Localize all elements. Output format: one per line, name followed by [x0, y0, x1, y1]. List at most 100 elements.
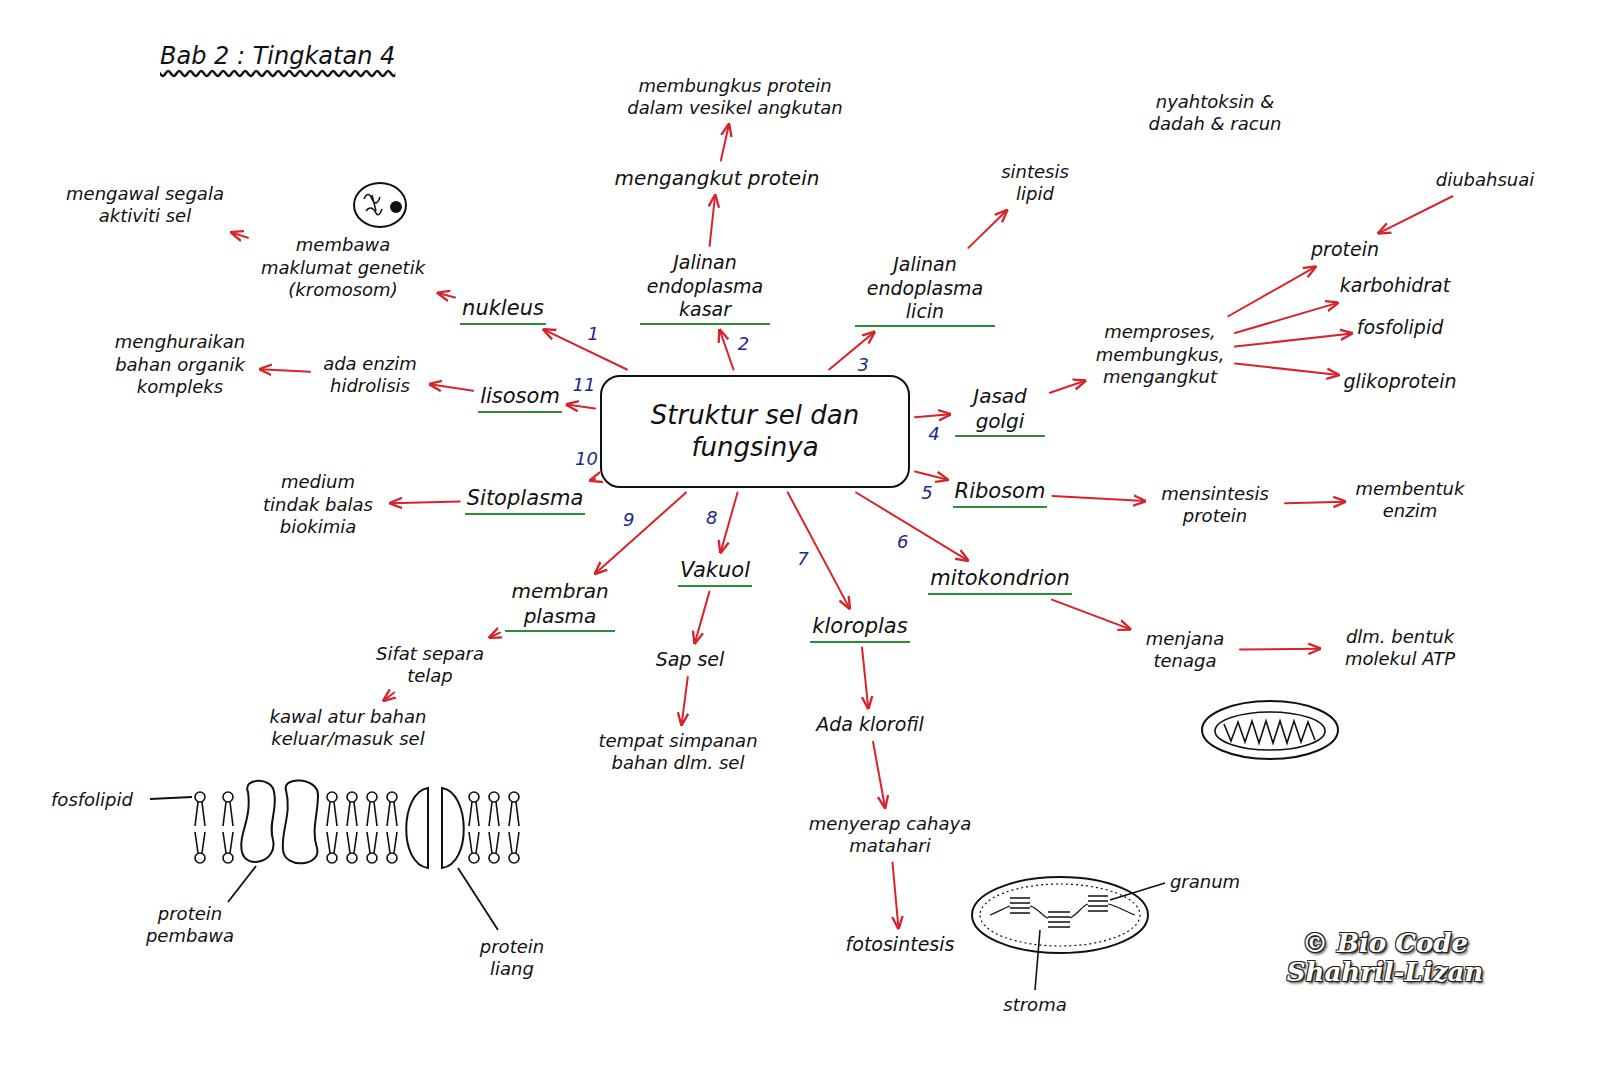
organelle-name: lisosom — [478, 383, 562, 412]
branch-number: 3 — [855, 355, 870, 375]
function-text: fotosintesis — [846, 933, 955, 957]
branch-arrow — [260, 369, 310, 372]
function-node: membentuk enzim — [1350, 478, 1470, 523]
carrier-protein — [241, 781, 275, 862]
function-text: Ada klorofil — [816, 713, 924, 737]
leader-line — [458, 868, 498, 930]
organelle-name: Sitoplasma — [465, 485, 586, 514]
branch-number: 6 — [895, 532, 910, 552]
leader-line — [150, 797, 192, 799]
part-label: protein pembawa — [140, 903, 240, 948]
nucleolus-dot — [391, 202, 401, 212]
branch-arrow — [968, 211, 1006, 248]
function-node: karbohidrat — [1340, 274, 1450, 298]
organelle-node: Ribosom — [953, 478, 1048, 507]
function-node: mengangkut protein — [615, 166, 820, 191]
branch-arrow — [710, 196, 715, 246]
function-text: menjana tenaga — [1135, 628, 1235, 673]
function-node: ada enzim hidrolisis — [315, 353, 425, 398]
function-text: glikoprotein — [1343, 370, 1456, 394]
function-text: mengangkut protein — [615, 166, 820, 191]
part-label: granum — [1170, 871, 1240, 894]
part-label: fosfolipid — [51, 789, 133, 812]
organelle-name: Jasad golgi — [955, 384, 1045, 437]
branch-arrow — [721, 493, 738, 553]
organelle-name: membran plasma — [505, 579, 615, 632]
branch-arrow — [1235, 303, 1338, 333]
branch-arrow — [1050, 381, 1085, 393]
function-text: membawa maklumat genetik (kromosom) — [253, 234, 433, 302]
mitochondrion-outer — [1202, 701, 1338, 759]
organelle-name: mitokondrion — [928, 565, 1072, 594]
organelle-node: Vakuol — [678, 557, 752, 586]
cristae — [1224, 721, 1315, 743]
organelle-node: membran plasma — [505, 579, 615, 632]
function-text: protein — [1311, 238, 1379, 262]
function-text: membentuk enzim — [1350, 478, 1470, 523]
chloroplast-drawing — [972, 877, 1165, 990]
branch-arrow — [695, 592, 710, 644]
function-node: mensintesis protein — [1150, 483, 1280, 528]
function-node: protein — [1311, 238, 1379, 262]
branch-arrow — [1235, 363, 1338, 375]
branch-number: 10 — [573, 449, 600, 469]
function-text: ada enzim hidrolisis — [315, 353, 425, 398]
organelle-node: Jalinan endoplasma licin — [855, 253, 995, 327]
function-node: fosfolipid — [1357, 316, 1443, 340]
organelle-node: lisosom — [478, 383, 562, 412]
function-node: Ada klorofil — [816, 713, 924, 737]
branch-number: 1 — [585, 324, 600, 344]
branch-arrow — [862, 648, 868, 709]
branch-arrow — [1379, 196, 1453, 233]
branch-number: 2 — [736, 334, 751, 354]
organelle-node: Jalinan endoplasma kasar — [640, 251, 770, 325]
function-text: fosfolipid — [1357, 316, 1443, 340]
branch-arrow — [490, 633, 500, 638]
function-node: sintesis lipid — [990, 161, 1080, 206]
central-topic-text: Struktur sel dan fungsinya — [620, 399, 890, 464]
function-node: fotosintesis — [846, 933, 955, 957]
branch-arrow — [682, 677, 688, 725]
function-node: menyerap cahaya matahari — [790, 813, 990, 858]
chloroplast-outer — [972, 877, 1148, 953]
branch-number: 7 — [795, 549, 810, 569]
function-text: membungkus protein dalam vesikel angkuta… — [615, 75, 855, 120]
organelle-node: kloroplas — [810, 613, 909, 642]
function-node: menjana tenaga — [1135, 628, 1235, 673]
function-node: medium tindak balas biokimia — [251, 471, 386, 539]
branch-number: 5 — [919, 483, 934, 503]
function-text: karbohidrat — [1340, 274, 1450, 298]
organelle-node: mitokondrion — [928, 565, 1072, 594]
function-text: medium tindak balas biokimia — [251, 471, 386, 539]
chloroplast-inner — [980, 884, 1140, 946]
branch-arrow — [567, 405, 595, 409]
function-node: tempat simpanan bahan dlm. sel — [578, 730, 778, 775]
branch-arrow — [721, 125, 729, 161]
function-text: menghuraikan bahan organik kompleks — [105, 331, 255, 399]
branch-arrow — [1285, 502, 1345, 504]
function-node: membawa maklumat genetik (kromosom) — [253, 234, 433, 302]
lamellae — [990, 904, 1135, 918]
branch-arrow — [915, 471, 948, 479]
function-node: diubahsuai — [1436, 169, 1535, 192]
function-text: menyerap cahaya matahari — [790, 813, 990, 858]
organelle-name: nukleus — [460, 295, 546, 324]
branch-arrow — [595, 493, 686, 574]
branch-arrow — [430, 384, 473, 391]
branch-arrow — [873, 742, 885, 808]
function-text: Sap sel — [656, 648, 725, 672]
branch-arrow — [438, 293, 455, 297]
function-text: memproses, membungkus, mengangkut — [1090, 321, 1230, 389]
chromatin-scribble — [364, 195, 382, 215]
branch-arrow — [590, 479, 595, 480]
function-text: tempat simpanan bahan dlm. sel — [578, 730, 778, 775]
function-node: menghuraikan bahan organik kompleks — [105, 331, 255, 399]
function-text: kawal atur bahan keluar/masuk sel — [248, 706, 448, 751]
branch-number: 11 — [570, 375, 597, 395]
watermark: © Bio Code Shahril-Lizan — [1260, 929, 1510, 986]
branch-arrow — [391, 502, 460, 504]
branch-arrow — [856, 493, 968, 561]
function-node: dlm. bentuk molekul ATP — [1325, 626, 1475, 671]
function-node: memproses, membungkus, mengangkut — [1090, 321, 1230, 389]
